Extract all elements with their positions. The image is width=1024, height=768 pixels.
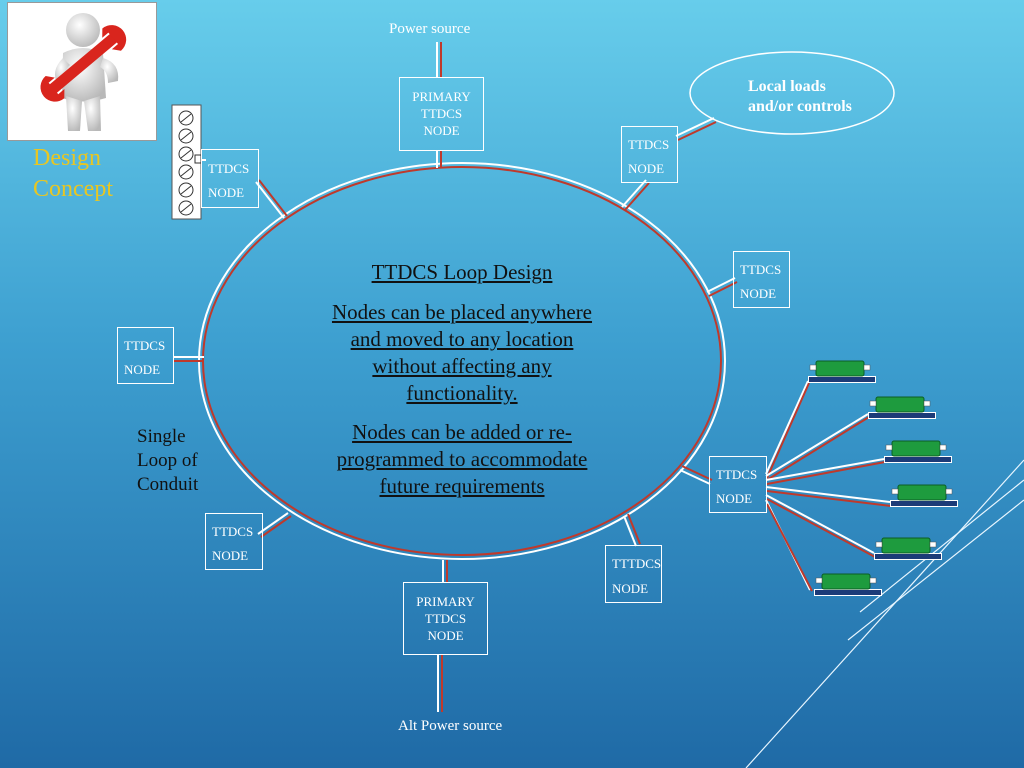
loop-paragraph-2: Nodes can be added or re- programmed to … [282, 419, 642, 500]
single-loop-line-2: Loop of [137, 450, 198, 471]
field-device-icon [884, 440, 952, 463]
primary-node-top-line-1: PRIMARY [412, 89, 471, 104]
field-device-icon [808, 360, 876, 383]
primary-node-top-line-2: TTDCS [420, 106, 463, 121]
node-far-right[interactable]: TTDCS NODE [709, 456, 767, 513]
loop-paragraph-2-line-2: programmed to accommodate [336, 447, 588, 471]
node-lower-left-label: TTDCS [212, 524, 254, 539]
mechanic-with-wrench-icon [40, 13, 127, 131]
loop-paragraph-2-line-3: future requirements [379, 474, 545, 498]
loop-paragraph-1-line-2: and moved to any location [350, 327, 574, 351]
node-left[interactable]: TTDCS NODE [117, 327, 174, 384]
local-loads-label: Local loads and/or controls [748, 77, 852, 117]
loop-title: TTDCS Loop Design [371, 260, 553, 284]
node-lower-right-label: TTTDCS [612, 556, 662, 571]
primary-node-top-line-3: NODE [423, 123, 460, 138]
loop-paragraph-1-line-1: Nodes can be placed anywhere [331, 300, 593, 324]
node-right[interactable]: TTDCS NODE [733, 251, 790, 308]
single-loop-line-3: Conduit [137, 474, 199, 495]
field-device-icon [890, 484, 958, 507]
node-lower-right-sublabel: NODE [612, 581, 649, 596]
loop-paragraph-2-line-1: Nodes can be added or re- [352, 420, 572, 444]
node-upper-left[interactable]: TTDCS NODE [201, 149, 259, 208]
local-loads-ellipse [689, 51, 895, 135]
primary-node-top[interactable]: PRIMARY TTDCS NODE [399, 77, 484, 151]
local-loads-line-1: Local loads [748, 78, 826, 95]
node-lower-left-sublabel: NODE [212, 548, 249, 563]
node-connectors [173, 42, 738, 712]
node-lower-left[interactable]: TTDCS NODE [205, 513, 263, 570]
decorative-lines [745, 459, 1024, 768]
primary-node-bottom[interactable]: PRIMARY TTDCS NODE [403, 582, 488, 655]
primary-node-bottom-line-2: TTDCS [424, 611, 467, 626]
node-far-right-label: TTDCS [716, 467, 758, 482]
primary-node-bottom-line-1: PRIMARY [416, 594, 475, 609]
node-left-label: TTDCS [124, 338, 166, 353]
primary-node-bottom-line-3: NODE [427, 628, 464, 643]
node-upper-right-sublabel: NODE [628, 161, 665, 176]
node-right-sublabel: NODE [740, 286, 777, 301]
design-concept-line-2: Concept [33, 176, 113, 202]
design-concept-line-1: Design [33, 145, 101, 171]
local-loads-line-2: and/or controls [748, 98, 852, 115]
loop-paragraph-1: Nodes can be placed anywhere and moved t… [282, 299, 642, 407]
design-concept-title: Design Concept [33, 143, 113, 205]
node-upper-right-label: TTDCS [628, 137, 670, 152]
field-device-icon [868, 396, 936, 419]
power-source-label: Power source [389, 21, 471, 37]
mechanic-logo [7, 2, 157, 141]
device-fanout [765, 380, 892, 592]
node-lower-right[interactable]: TTTDCS NODE [605, 545, 662, 603]
terminal-block-icon [171, 104, 202, 220]
node-upper-left-sublabel: NODE [208, 185, 245, 200]
node-upper-right[interactable]: TTDCS NODE [621, 126, 678, 183]
field-device-icon [874, 537, 942, 560]
field-devices [808, 360, 958, 596]
loop-paragraph-1-line-4: functionality. [406, 381, 518, 405]
field-device-icon [814, 573, 882, 596]
alt-power-source-label: Alt Power source [398, 718, 503, 734]
node-right-label: TTDCS [740, 262, 782, 277]
single-loop-line-1: Single [137, 426, 186, 447]
single-loop-label: Single Loop of Conduit [137, 425, 198, 497]
node-far-right-sublabel: NODE [716, 491, 753, 506]
loop-paragraph-1-line-3: without affecting any [372, 354, 552, 378]
node-upper-left-label: TTDCS [208, 161, 250, 176]
node-left-sublabel: NODE [124, 362, 161, 377]
